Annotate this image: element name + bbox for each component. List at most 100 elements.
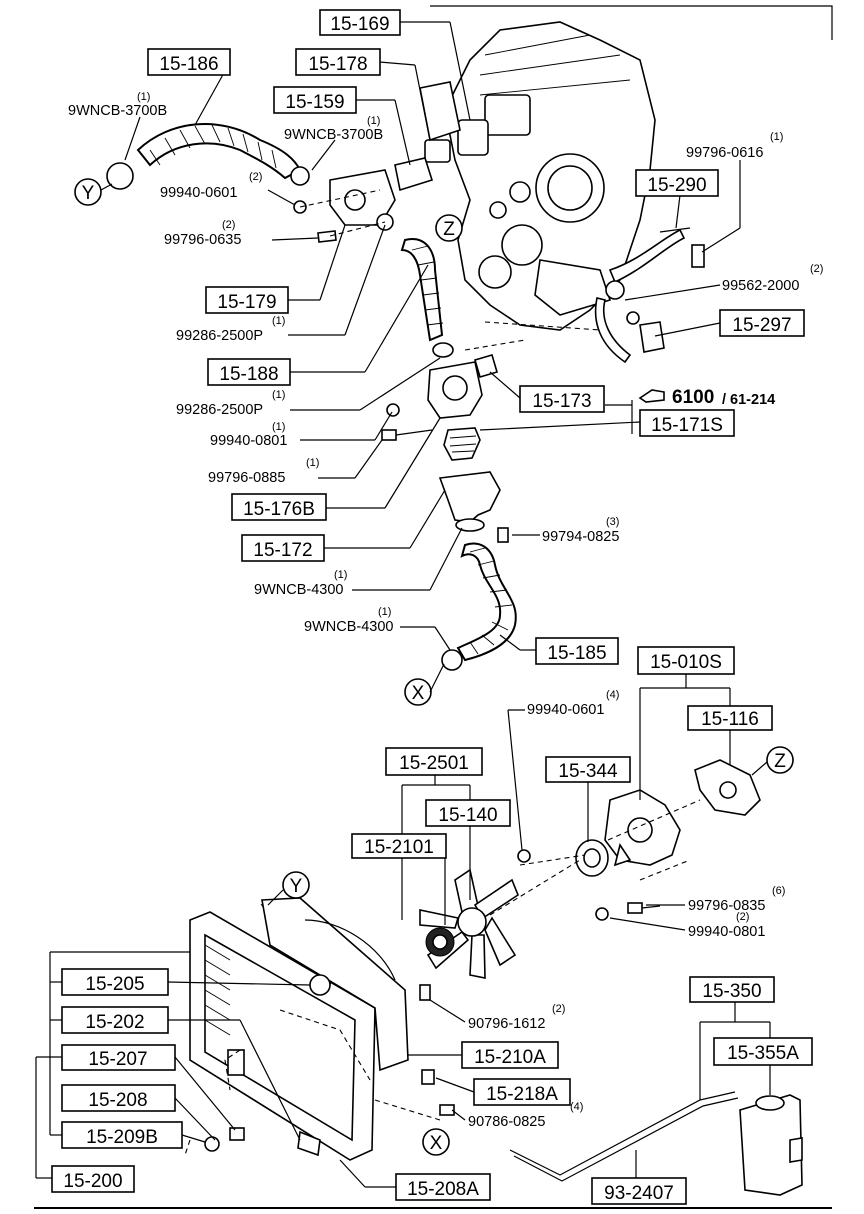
connector-z-bottom: Z xyxy=(766,746,794,774)
label-15-208a[interactable]: 15-208A xyxy=(395,1173,491,1201)
reference-6100[interactable]: 6100 / 61-214 xyxy=(638,387,775,408)
upper-radiator-hose xyxy=(106,123,310,190)
connector-y-top: Y xyxy=(74,178,102,206)
drain-plug xyxy=(204,1127,245,1152)
label-15-173[interactable]: 15-173 xyxy=(519,385,605,413)
connector-y-bottom: Y xyxy=(282,871,310,899)
label-15-205[interactable]: 15-205 xyxy=(61,968,169,996)
svg-text:(2): (2) xyxy=(222,219,235,231)
fastener-9wncb-3700b-right: (1) 9WNCB-3700B xyxy=(284,115,383,143)
label-15-140[interactable]: 15-140 xyxy=(425,799,511,827)
svg-text:15-205: 15-205 xyxy=(85,974,144,995)
fan-clutch xyxy=(425,927,455,957)
svg-text:(1): (1) xyxy=(770,131,783,143)
fastener-99286-2500p-a: (1) 99286-2500P xyxy=(176,315,285,344)
label-15-186[interactable]: 15-186 xyxy=(147,48,231,76)
label-15-2501[interactable]: 15-2501 xyxy=(385,747,483,776)
fastener-99286-2500p-b: (1) 99286-2500P xyxy=(176,389,285,418)
svg-text:99796-0835: 99796-0835 xyxy=(688,898,765,914)
label-15-169[interactable]: 15-169 xyxy=(319,9,401,36)
label-15-188[interactable]: 15-188 xyxy=(207,358,291,386)
svg-text:15-350: 15-350 xyxy=(702,981,761,1002)
water-pump-gasket xyxy=(694,759,761,816)
svg-text:99940-0801: 99940-0801 xyxy=(688,924,765,940)
label-15-171s[interactable]: 15-171S xyxy=(639,409,735,437)
label-15-202[interactable]: 15-202 xyxy=(61,1006,169,1034)
svg-text:9WNCB-3700B: 9WNCB-3700B xyxy=(68,103,167,119)
svg-text:(1): (1) xyxy=(306,457,319,469)
fastener-99796-0616: (1) 99796-0616 xyxy=(686,131,783,161)
svg-text:15-355A: 15-355A xyxy=(727,1043,799,1064)
label-15-200[interactable]: 15-200 xyxy=(51,1165,135,1193)
svg-text:(1): (1) xyxy=(378,606,391,618)
svg-text:X: X xyxy=(430,1133,443,1154)
water-inlet xyxy=(438,471,509,543)
label-15-355a[interactable]: 15-355A xyxy=(713,1037,813,1066)
svg-text:(4): (4) xyxy=(606,689,619,701)
radiator-mount-bolts xyxy=(419,984,455,1116)
svg-text:Y: Y xyxy=(82,183,95,204)
svg-text:Z: Z xyxy=(774,751,786,772)
svg-text:15-159: 15-159 xyxy=(285,92,344,113)
leader-lines xyxy=(35,21,771,1188)
label-15-208[interactable]: 15-208 xyxy=(61,1084,176,1112)
connector-x-top: X xyxy=(404,678,432,706)
label-15-185[interactable]: 15-185 xyxy=(535,637,619,665)
svg-text:(2): (2) xyxy=(552,1003,565,1015)
svg-text:(1): (1) xyxy=(334,569,347,581)
svg-text:/ 61-214: / 61-214 xyxy=(722,392,775,408)
svg-text:99796-0885: 99796-0885 xyxy=(208,470,285,486)
svg-text:6100: 6100 xyxy=(672,387,714,408)
svg-text:99286-2500P: 99286-2500P xyxy=(176,328,263,344)
svg-text:15-172: 15-172 xyxy=(253,540,312,561)
fastener-99796-0885: (1) 99796-0885 xyxy=(208,457,319,486)
water-pump xyxy=(604,789,681,867)
svg-text:15-2501: 15-2501 xyxy=(399,753,469,774)
label-15-159[interactable]: 15-159 xyxy=(273,86,357,114)
fastener-99940-0601-pump: (4) 99940-0601 xyxy=(527,689,619,718)
label-15-010s[interactable]: 15-010S xyxy=(637,646,735,675)
label-15-209b[interactable]: 15-209B xyxy=(61,1121,183,1149)
water-pump-pulley xyxy=(575,839,609,877)
svg-text:(1): (1) xyxy=(272,389,285,401)
svg-text:99286-2500P: 99286-2500P xyxy=(176,402,263,418)
svg-text:99940-0801: 99940-0801 xyxy=(210,433,287,449)
label-15-344[interactable]: 15-344 xyxy=(545,756,631,783)
connector-x-bottom: X xyxy=(422,1128,450,1156)
svg-text:9WNCB-3700B: 9WNCB-3700B xyxy=(284,127,383,143)
fastener-9wncb-3700b-left: (1) 9WNCB-3700B xyxy=(68,91,167,119)
label-93-2407[interactable]: 93-2407 xyxy=(591,1177,687,1205)
label-15-290[interactable]: 15-290 xyxy=(635,169,719,197)
svg-text:99562-2000: 99562-2000 xyxy=(722,278,799,294)
svg-text:15-140: 15-140 xyxy=(438,805,497,826)
label-15-172[interactable]: 15-172 xyxy=(241,534,325,562)
svg-text:15-209B: 15-209B xyxy=(86,1127,158,1148)
connector-y2-leader xyxy=(267,889,284,906)
svg-text:15-179: 15-179 xyxy=(217,292,276,313)
label-15-218a[interactable]: 15-218A xyxy=(473,1078,571,1106)
connector-y-leader xyxy=(100,183,113,191)
label-15-116[interactable]: 15-116 xyxy=(687,705,773,731)
svg-text:(2): (2) xyxy=(736,911,749,923)
svg-text:15-208: 15-208 xyxy=(88,1090,147,1111)
label-15-2101[interactable]: 15-2101 xyxy=(351,833,447,859)
svg-text:(2): (2) xyxy=(249,171,262,183)
svg-text:(6): (6) xyxy=(772,885,785,897)
pump-bolts xyxy=(595,902,661,921)
label-15-207[interactable]: 15-207 xyxy=(61,1044,176,1071)
fastener-9wncb-4300-a: (1) 9WNCB-4300 xyxy=(254,569,347,598)
fastener-99940-0801-b: (2) 99940-0801 xyxy=(688,911,765,940)
label-15-176b[interactable]: 15-176B xyxy=(231,493,327,521)
radiator-cap xyxy=(309,974,331,996)
svg-text:15-344: 15-344 xyxy=(558,761,618,782)
svg-text:15-169: 15-169 xyxy=(330,14,389,35)
label-15-210a[interactable]: 15-210A xyxy=(461,1041,559,1069)
label-15-350[interactable]: 15-350 xyxy=(689,976,775,1003)
svg-text:99796-0635: 99796-0635 xyxy=(164,232,241,248)
label-15-179[interactable]: 15-179 xyxy=(205,286,289,314)
label-15-178[interactable]: 15-178 xyxy=(295,48,381,76)
label-15-297[interactable]: 15-297 xyxy=(719,309,805,337)
border-corner xyxy=(430,5,833,40)
svg-text:15-210A: 15-210A xyxy=(474,1047,546,1068)
svg-text:15-010S: 15-010S xyxy=(650,652,722,673)
